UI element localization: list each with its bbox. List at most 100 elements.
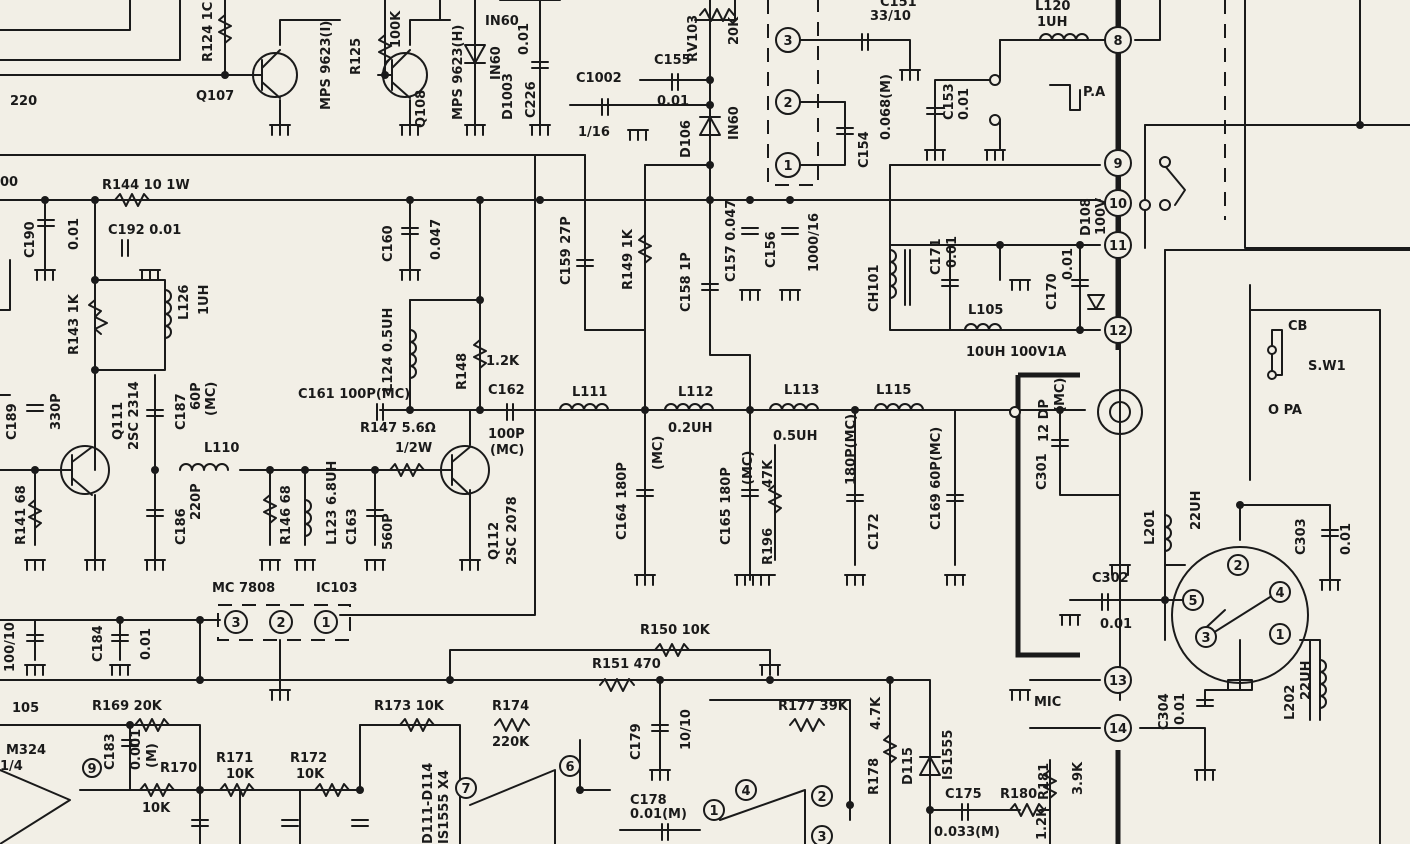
label-l120: L120 xyxy=(1035,0,1070,14)
label-c183-value: 0.001 xyxy=(129,729,144,770)
label-c226-value: 0.01 xyxy=(517,23,532,55)
label-c303-value: 0.01 xyxy=(1339,523,1354,555)
label-c170: C170 xyxy=(1045,273,1060,310)
label-in60-c: IN60 xyxy=(727,106,742,140)
label-in60-b: IN60 xyxy=(489,46,504,80)
label-c170-value: 0.01 xyxy=(1061,248,1076,280)
pin-op-9: 9 xyxy=(87,762,96,777)
label-in60-a: IN60 xyxy=(485,14,519,29)
label-rv103-value: 20K xyxy=(727,16,742,45)
label-c186: C186 xyxy=(174,508,189,545)
label-cb: CB xyxy=(1288,319,1307,334)
label-c153-value: 0.01 xyxy=(957,88,972,120)
label-d111-value: IS1555 X4 xyxy=(437,770,452,844)
label-r177: R177 39K xyxy=(778,699,849,714)
label-r196: R196 xyxy=(761,528,776,565)
label-r180-value: 1.2K xyxy=(1035,806,1050,840)
label-c303: C303 xyxy=(1294,518,1309,555)
label-d106: D106 xyxy=(679,120,694,158)
label-c302-value: 0.01 xyxy=(1100,617,1132,632)
label-c301-mc: (MC) xyxy=(1053,378,1068,412)
label-c175: C175 xyxy=(945,787,982,802)
components xyxy=(0,8,1341,844)
label-c179-value: 10/10 xyxy=(679,709,694,750)
label-c1002: C1002 xyxy=(576,71,622,86)
label-l123: L123 6.8UH xyxy=(325,461,340,545)
label-l120-value: 1UH xyxy=(1037,15,1067,30)
label-c157: C157 0.047 xyxy=(724,200,739,282)
label-l113-value: 0.5UH xyxy=(773,429,817,444)
label-c186-value: 220P xyxy=(189,483,204,520)
label-l202: L202 xyxy=(1283,685,1298,720)
label-r180: R180 xyxy=(1000,787,1037,802)
label-c171: C171 xyxy=(929,238,944,275)
label-c179: C179 xyxy=(629,723,644,760)
label-c184-value: 0.01 xyxy=(139,628,154,660)
label-r170: R170 xyxy=(160,761,197,776)
label-220: 220 xyxy=(10,94,37,109)
label-l201: L201 xyxy=(1143,510,1158,545)
label-r181-value: 3.9K xyxy=(1071,761,1086,795)
label-c183: C183 xyxy=(103,733,118,770)
label-c164: C164 180P xyxy=(615,462,630,540)
label-c151: C151 xyxy=(880,0,917,10)
terminal-pins: 3 2 1 8 9 10 11 12 13 14 3 2 1 9 7 6 1 4… xyxy=(82,26,1291,844)
label-q111: Q111 xyxy=(111,402,126,440)
pin-mic-1: 1 xyxy=(1275,628,1284,643)
label-c172: C172 xyxy=(867,513,882,550)
label-l105: L105 xyxy=(968,303,1003,318)
label-r171: R171 xyxy=(216,751,253,766)
label-q112-value: 2SC 2078 xyxy=(505,496,520,565)
label-r146: R146 68 xyxy=(279,485,294,545)
label-pa: P.A xyxy=(1083,85,1105,100)
pin-ic-2: 2 xyxy=(276,616,285,631)
label-r148: R148 xyxy=(455,353,470,390)
label-l115: L115 xyxy=(876,383,911,398)
label-c171-value: 0.01 xyxy=(945,236,960,268)
label-r143: R143 1K xyxy=(67,293,82,355)
label-r144: R144 10 1W xyxy=(102,178,190,193)
pin-mic-3: 3 xyxy=(1201,631,1210,646)
label-c178-value: 0.01(M) xyxy=(630,807,687,822)
label-l126-value: 1UH xyxy=(197,285,212,315)
label-c151-value: 33/10 xyxy=(870,9,911,24)
label-c190: C190 xyxy=(23,221,38,258)
label-ch101: CH101 xyxy=(867,264,882,312)
label-l201-value: 22UH xyxy=(1189,490,1204,530)
label-r141: R141 68 xyxy=(14,485,29,545)
label-c155-value: 0.01 xyxy=(657,94,689,109)
label-r170-value: 10K xyxy=(142,801,171,816)
label-sw1: S.W1 xyxy=(1308,359,1346,374)
label-r178: R178 xyxy=(867,758,882,795)
label-d108: D108 xyxy=(1079,198,1094,236)
label-c154-value: 0.068(M) xyxy=(879,74,894,140)
label-c165: C165 180P xyxy=(719,467,734,545)
label-c1002-value: 1/16 xyxy=(578,125,610,140)
pin-mic-5: 5 xyxy=(1188,594,1197,609)
label-r125-value: 100K xyxy=(389,10,404,48)
label-l113: L113 xyxy=(784,383,819,398)
label-mps9623: MPS 9623(I) xyxy=(319,21,334,110)
label-c175-value: 0.033(M) xyxy=(934,825,1000,840)
label-q111-value: 2SC 2314 xyxy=(127,381,142,450)
label-c153: C153 xyxy=(942,83,957,120)
pin-12: 12 xyxy=(1109,324,1127,339)
label-c162-mc: (MC) xyxy=(490,443,524,458)
pin-op-3: 3 xyxy=(817,830,826,844)
label-105: 105 xyxy=(12,701,39,716)
label-c226: C226 xyxy=(524,81,539,118)
label-c184: C184 xyxy=(91,625,106,662)
label-r196-value: 47K xyxy=(761,459,776,488)
pin-op-6: 6 xyxy=(565,760,574,775)
label-c160-value: 0.047 xyxy=(429,219,444,260)
label-l112-value: 0.2UH xyxy=(668,421,712,436)
label-c304: C304 xyxy=(1157,693,1172,730)
label-r151: R151 470 xyxy=(592,657,661,672)
label-r178-value: 4.7K xyxy=(869,696,884,730)
label-d111: D111-D114 xyxy=(421,763,436,844)
label-00: 00 xyxy=(0,175,18,190)
label-c158: C158 1P xyxy=(679,252,694,312)
label-r174-value: 220K xyxy=(492,735,530,750)
label-r174: R174 xyxy=(492,699,529,714)
